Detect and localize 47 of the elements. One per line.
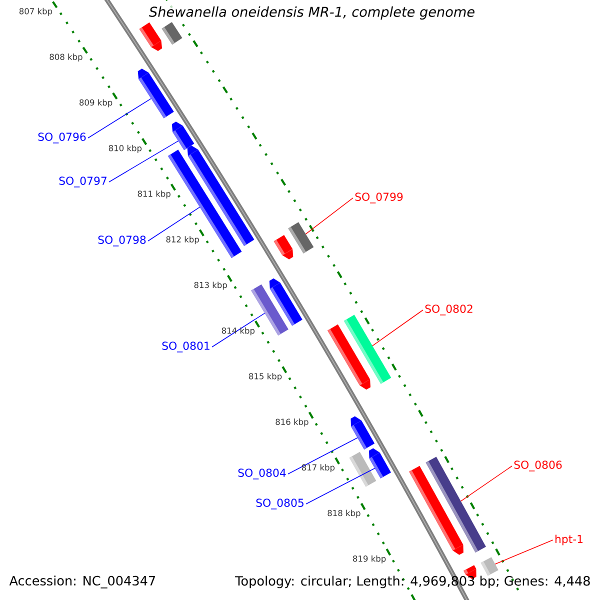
gene-label: SO_0796 xyxy=(38,132,86,144)
gene-label: hpt-1 xyxy=(555,534,583,546)
scale-label: 813 kbp xyxy=(194,282,227,290)
gene-bar xyxy=(172,122,194,150)
leader-line xyxy=(460,466,512,502)
scale-label: 815 kbp xyxy=(249,372,282,381)
gene-label: SO_0801 xyxy=(162,342,210,352)
scale-label: 811 kbp xyxy=(138,190,170,198)
gene-label: SO_0805 xyxy=(256,498,304,510)
gene-label: SO_0802 xyxy=(425,304,472,316)
scale-label: 810 kbp xyxy=(108,144,142,153)
leader-line xyxy=(288,437,358,474)
gene-label: SO_0806 xyxy=(514,460,562,472)
gene-bar xyxy=(426,456,486,552)
gene-bar xyxy=(162,22,182,45)
leader-line xyxy=(212,312,266,348)
gene-bar xyxy=(480,557,498,576)
scale-label: 818 kbp xyxy=(328,510,360,518)
gene-bar xyxy=(274,235,294,260)
gene-label: SO_0804 xyxy=(238,468,286,480)
gene-bar xyxy=(350,416,375,450)
scale-label: 816 kbp xyxy=(276,418,308,427)
gene-label: SO_0799 xyxy=(355,192,403,204)
genome-info-text: Topology: circular; Length: 4,969,803 bp; Genes: 4,448 xyxy=(235,576,590,588)
gene-bar xyxy=(344,314,392,384)
gene-bar xyxy=(349,452,376,487)
scale-label: 814 kbp xyxy=(222,327,255,336)
leader-line xyxy=(148,206,200,242)
scale-label: 819 kbp xyxy=(353,555,386,564)
scale-label: 809 kbp xyxy=(80,99,112,108)
scale-label: 817 kbp xyxy=(302,464,335,472)
leader-line xyxy=(494,540,554,564)
accession-text: Accession: NC_004347 xyxy=(9,576,155,588)
gene-bar xyxy=(288,222,314,254)
scale-label: 808 kbp xyxy=(50,54,82,62)
scale-label: 812 kbp xyxy=(166,236,199,244)
leader-line xyxy=(306,468,376,504)
leader-line xyxy=(88,98,152,138)
gene-bar xyxy=(138,68,174,118)
gene-bar xyxy=(139,22,162,51)
scale-label: 807 kbp xyxy=(19,8,52,16)
title-text: Shewanella oneidensis MR-1, complete genome xyxy=(144,4,480,22)
leader-line xyxy=(305,198,354,235)
gene-label: SO_0797 xyxy=(59,176,106,188)
leader-line xyxy=(108,140,179,182)
gene-label: SO_0798 xyxy=(98,236,146,246)
gene-bar xyxy=(369,448,392,478)
